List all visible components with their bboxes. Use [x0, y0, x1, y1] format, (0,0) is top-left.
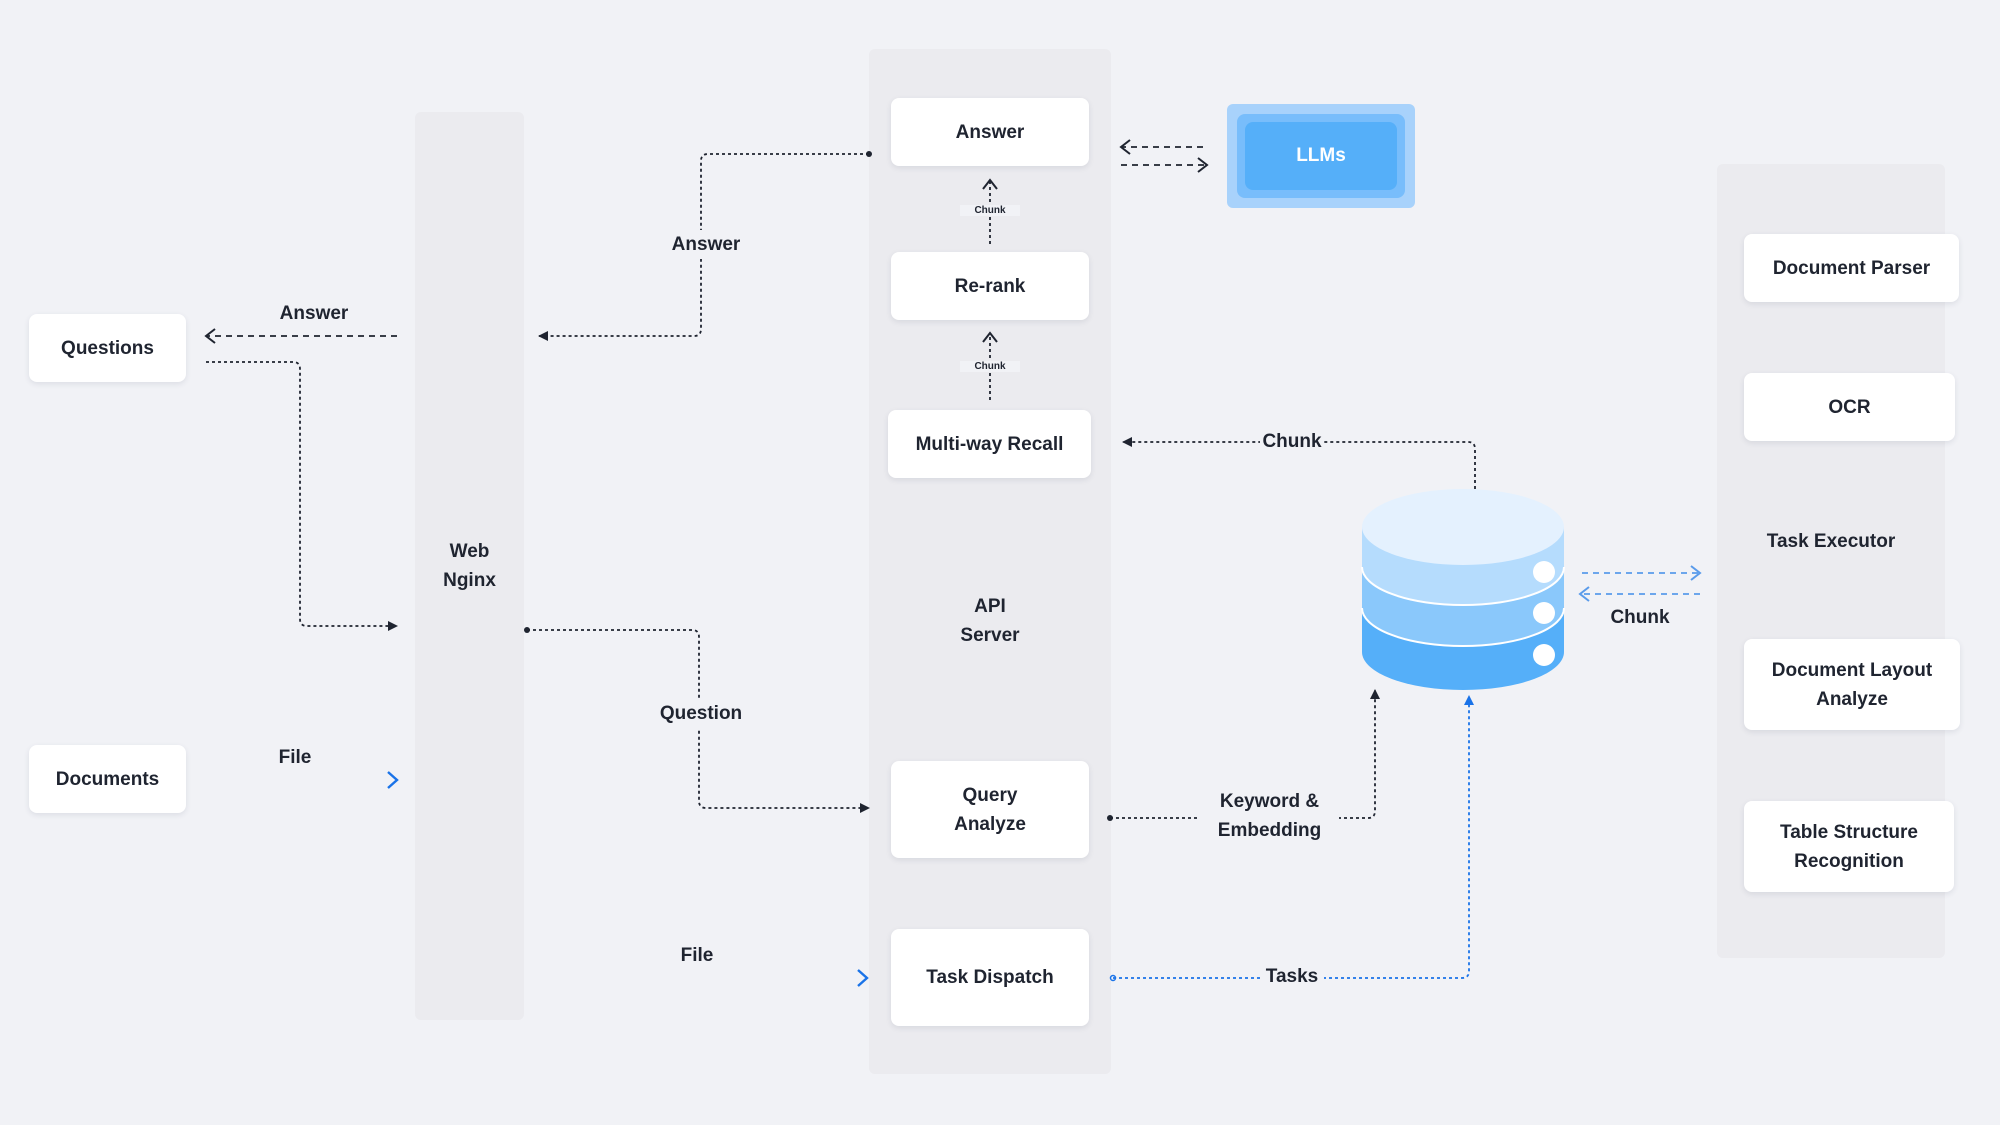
web-line2: Nginx	[443, 570, 496, 591]
edge-label-chunk-recall-rerank: Chunk	[960, 361, 1020, 372]
dispatch-label: Task Dispatch	[926, 967, 1054, 988]
ocr-node[interactable]: OCR	[1744, 373, 1955, 441]
llms-node[interactable]: LLMs	[1227, 104, 1415, 208]
ocr-label: OCR	[1828, 396, 1871, 418]
edge-label-keyword-embedding: Keyword & Embedding	[1200, 787, 1339, 845]
recall-label: Multi-way Recall	[915, 433, 1064, 455]
task-executor-node: Task Executor	[1717, 524, 1945, 558]
edge-questions-to-web	[206, 361, 398, 631]
web-line1: Web	[449, 541, 490, 562]
query-analyze-node[interactable]: Query Analyze	[891, 761, 1089, 858]
llms-label: LLMs	[1245, 122, 1397, 190]
web-nginx-column	[415, 112, 524, 1020]
questions-node[interactable]: Questions	[29, 314, 186, 382]
questions-label: Questions	[61, 337, 154, 359]
answer-node[interactable]: Answer	[891, 98, 1089, 166]
edge-label-question: Question	[644, 699, 758, 728]
query-line2: Analyze	[954, 813, 1026, 835]
task-dispatch-node[interactable]: Task Dispatch	[891, 929, 1089, 1026]
document-parser-node[interactable]: Document Parser	[1744, 234, 1959, 302]
api-line1: API	[974, 596, 1006, 617]
executor-title: Task Executor	[1766, 530, 1896, 552]
edge-label-chunk-db-recall: Chunk	[1260, 427, 1324, 456]
edge-label-answer-questions: Answer	[279, 303, 349, 324]
rerank-node[interactable]: Re-rank	[891, 252, 1089, 320]
parser-label: Document Parser	[1772, 257, 1931, 279]
table-structure-node[interactable]: Table Structure Recognition	[1744, 801, 1954, 892]
database-icon	[1361, 489, 1565, 690]
documents-node[interactable]: Documents	[29, 745, 186, 813]
multi-way-recall-node[interactable]: Multi-way Recall	[888, 410, 1091, 478]
table-line2: Recognition	[1794, 850, 1904, 872]
documents-label: Documents	[55, 768, 160, 790]
table-line1: Table Structure	[1780, 821, 1918, 843]
edge-label-documents-file: File	[278, 747, 312, 768]
keyword-line1: Keyword &	[1219, 791, 1320, 812]
query-line1: Query	[962, 784, 1018, 806]
edge-label-chunk-executor: Chunk	[1610, 607, 1670, 628]
answer-label: Answer	[955, 121, 1025, 143]
edge-label-chunk-rerank-answer: Chunk	[960, 205, 1020, 216]
edge-label-tasks: Tasks	[1260, 962, 1324, 991]
keyword-line2: Embedding	[1217, 820, 1322, 841]
edge-tasks	[1109, 695, 1474, 982]
api-line2: Server	[960, 625, 1020, 646]
document-layout-node[interactable]: Document Layout Analyze	[1744, 639, 1960, 730]
web-nginx-node: Web Nginx	[415, 535, 524, 597]
api-server-node: API Server	[869, 590, 1111, 652]
rerank-label: Re-rank	[954, 275, 1026, 297]
layout-line1: Document Layout	[1771, 659, 1933, 681]
edge-label-answer-web: Answer	[654, 230, 758, 259]
layout-line2: Analyze	[1816, 688, 1888, 710]
edge-answer-to-web	[538, 151, 872, 341]
edge-label-web-file: File	[680, 945, 714, 966]
